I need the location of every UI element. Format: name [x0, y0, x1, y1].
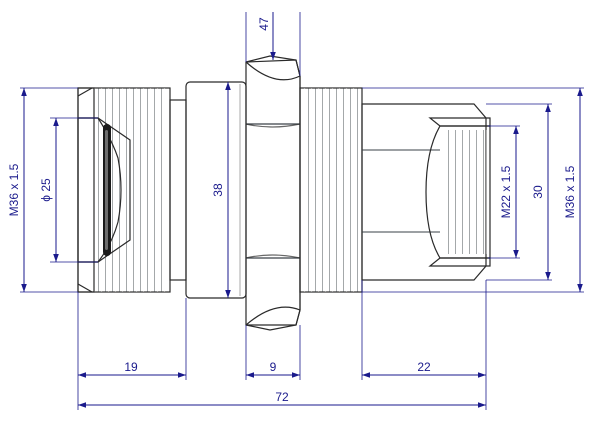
bore-diameter-label: ϕ 25 — [39, 178, 53, 202]
hex-width-label: 47 — [257, 17, 271, 31]
left-length-label: 19 — [124, 360, 138, 374]
extension-lines — [20, 12, 584, 410]
right-threaded-section — [299, 87, 363, 293]
right-bore-label: 30 — [531, 185, 545, 199]
dimension-lines — [21, 12, 583, 408]
dimension-labels: M36 x 1.5 ϕ 25 38 47 M22 x 1.5 30 M36 x … — [7, 17, 577, 404]
right-length-label: 22 — [417, 360, 431, 374]
right-bore-cutaway — [425, 117, 491, 267]
hex-nut — [245, 55, 301, 331]
collar-diameter-label: 38 — [211, 183, 225, 197]
left-neck — [169, 99, 187, 281]
hex-thickness-label: 9 — [270, 360, 277, 374]
right-inner-thread-label: M22 x 1.5 — [499, 165, 513, 218]
fitting-body — [77, 55, 491, 331]
right-outer-thread-label: M36 x 1.5 — [563, 165, 577, 218]
overall-length-label: 72 — [275, 390, 289, 404]
left-thread-label: M36 x 1.5 — [7, 163, 21, 216]
